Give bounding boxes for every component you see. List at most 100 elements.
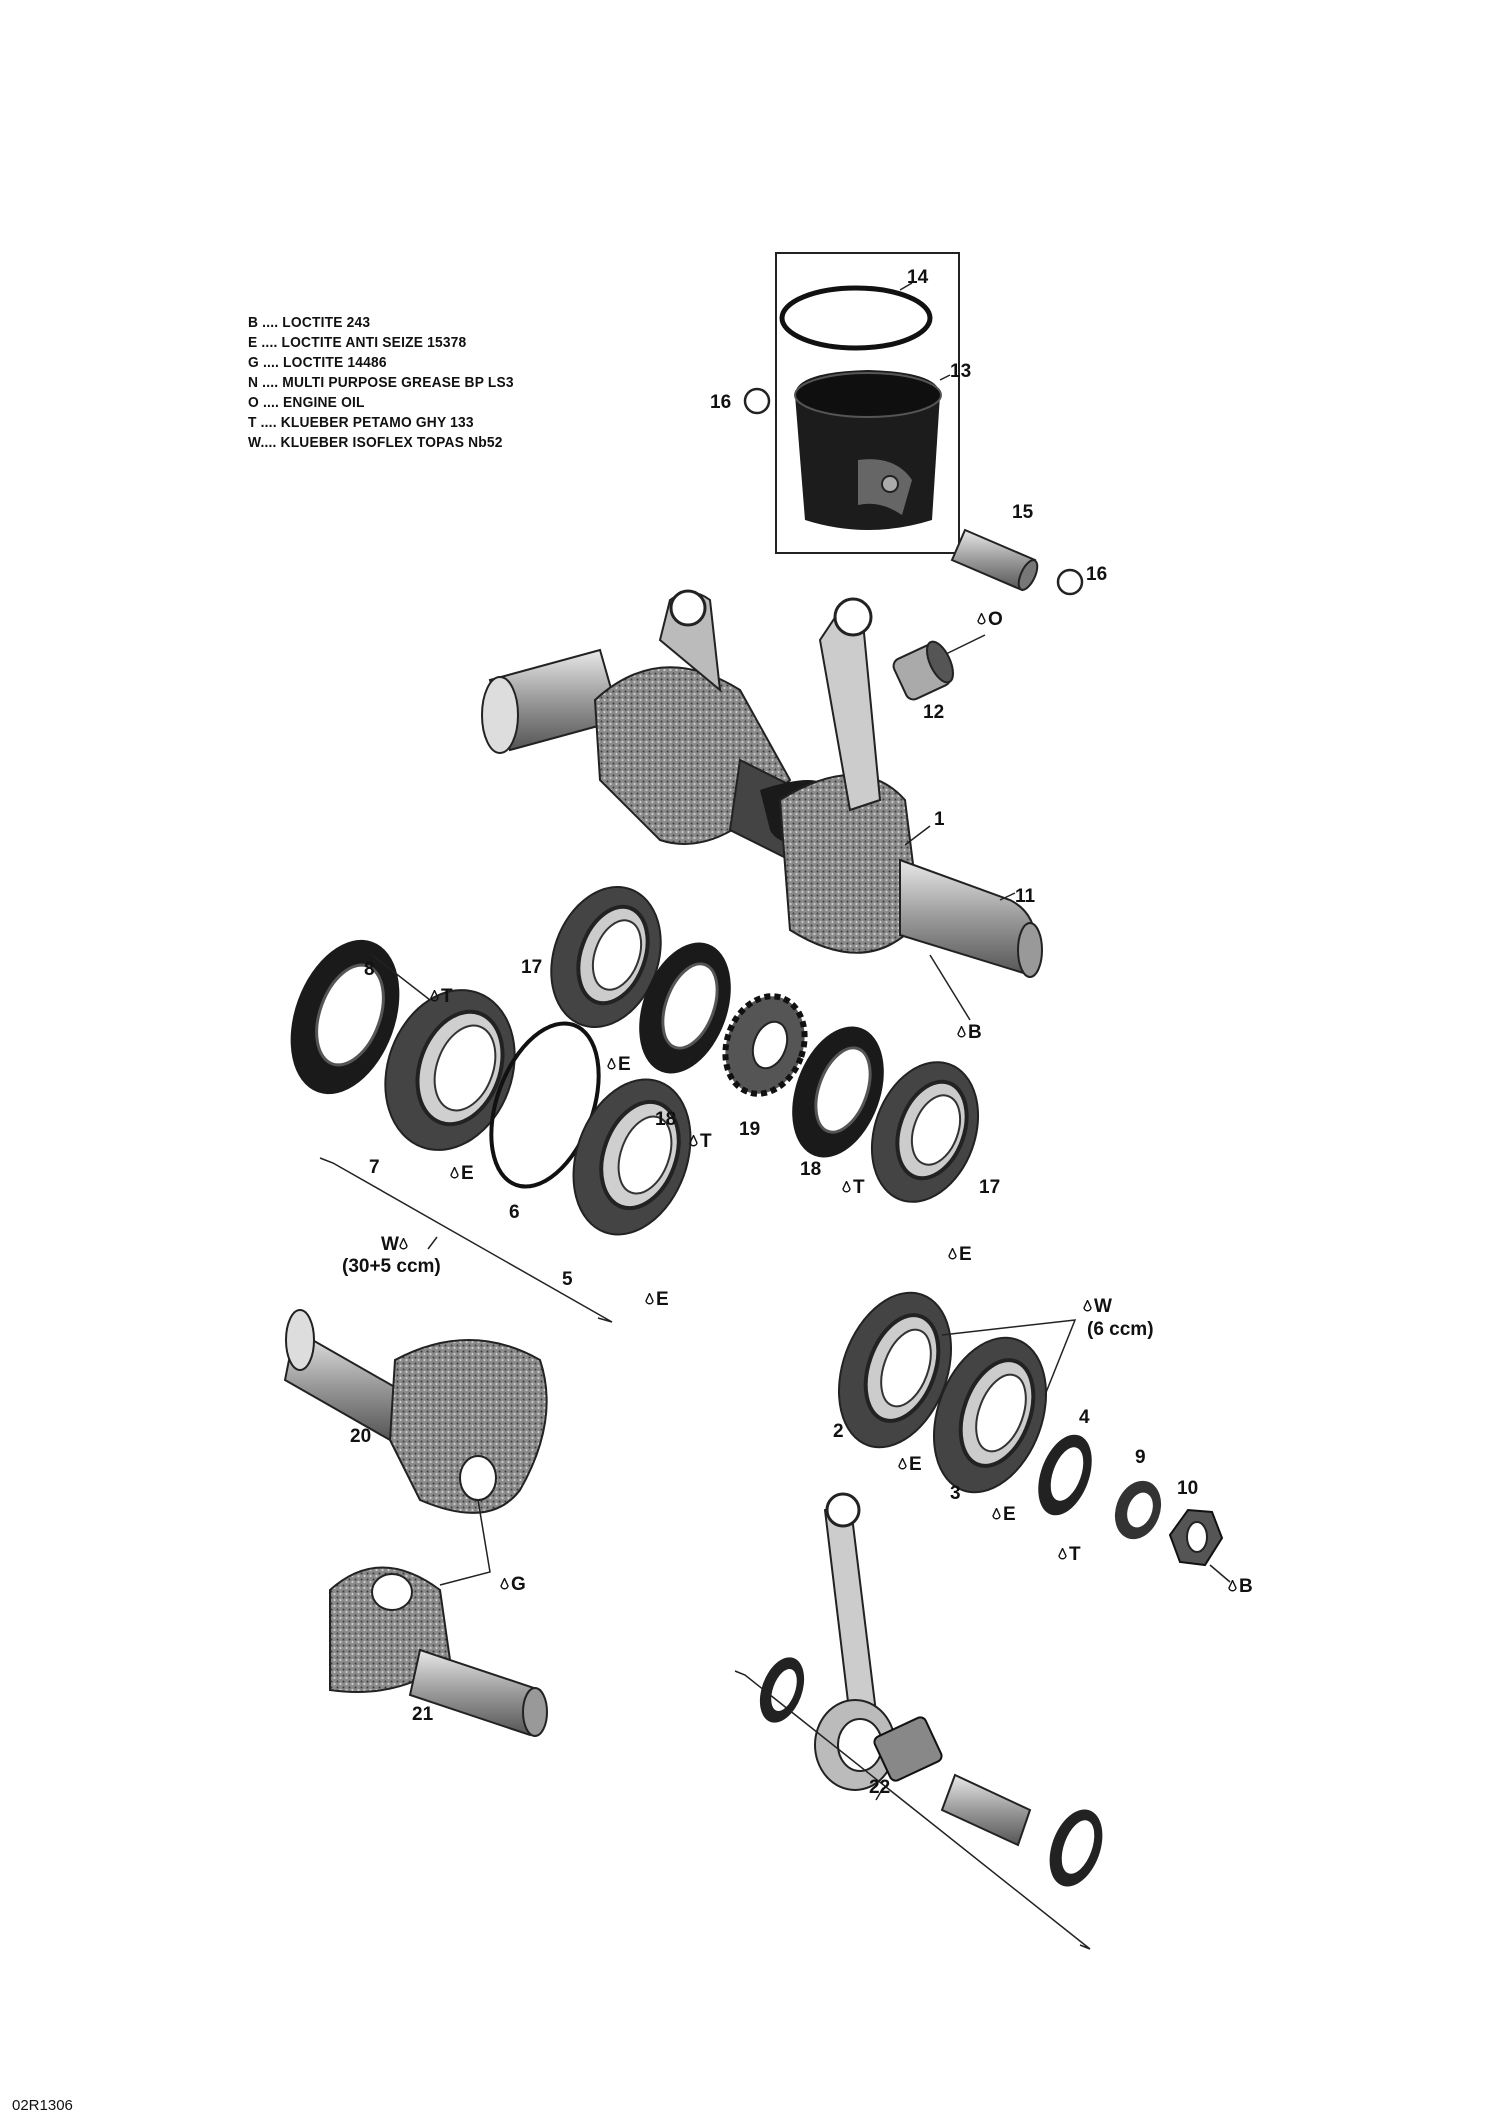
part-number-label: 13: [950, 361, 972, 382]
part-number-label: 22: [869, 1777, 891, 1798]
crank-half-21: [329, 1566, 548, 1737]
seal-8: [290, 939, 400, 1095]
part-number-label: 14: [907, 267, 929, 288]
part-number-label: 6: [509, 1202, 520, 1223]
lubricant-ref-label: T: [430, 987, 453, 1007]
lubricant-ref-label: T: [842, 1178, 865, 1198]
lubricant-ref-label: W: [381, 1235, 410, 1255]
lubricant-ref-label: T: [1058, 1545, 1081, 1565]
bearing-5: [572, 1078, 692, 1236]
part-number-label: 18: [655, 1109, 677, 1130]
part-number-label: 11: [1015, 886, 1036, 907]
circlip-16-left: [743, 387, 771, 415]
part-number-label: 7: [369, 1157, 380, 1178]
leader-g: [439, 1499, 491, 1586]
bearing-3: [932, 1336, 1048, 1494]
crank-half-20: [283, 1309, 548, 1514]
drop-icon: [450, 1167, 459, 1179]
quantity-label: (30+5 ccm): [342, 1256, 441, 1277]
lubricant-ref-label: E: [607, 1055, 631, 1075]
part-number-label: 10: [1177, 1478, 1199, 1499]
part-number-label: 18: [800, 1159, 822, 1180]
drop-icon: [430, 990, 439, 1002]
lubricant-ref-label: G: [500, 1575, 526, 1595]
lubricant-ref-label: W: [1083, 1297, 1112, 1317]
leader-w-grease: [427, 1236, 438, 1250]
nut-10: [1168, 1508, 1224, 1567]
part-number-label: 16: [1086, 564, 1108, 585]
drop-icon: [1058, 1548, 1067, 1560]
drop-icon: [842, 1181, 851, 1193]
seal-18-lower: [792, 1026, 884, 1158]
drop-icon: [977, 613, 986, 625]
part-number-label: 8: [364, 959, 375, 980]
washer-9: [1114, 1480, 1162, 1540]
lubricant-ref-label: O: [977, 610, 1003, 630]
legend-row-o: O .... ENGINE OIL: [248, 394, 365, 411]
drop-icon: [992, 1508, 1001, 1520]
piston-group-box: [775, 252, 960, 554]
part-number-label: 17: [979, 1177, 1001, 1198]
lubricant-ref-label: E: [948, 1245, 972, 1265]
part-number-label: 16: [710, 392, 732, 413]
drop-icon: [1228, 1580, 1237, 1592]
leader-13: [939, 374, 951, 381]
drop-icon: [957, 1026, 966, 1038]
part-number-label: 17: [521, 957, 543, 978]
seal-18-upper: [639, 942, 731, 1074]
part-number-label: 3: [950, 1483, 961, 1504]
legend-row-t: T .... KLUEBER PETAMO GHY 133: [248, 414, 474, 431]
needle-bearing-12: [892, 640, 954, 701]
piston-pin: [950, 528, 1039, 592]
legend-row-b: B .... LOCTITE 243: [248, 314, 371, 331]
washer-4: [1038, 1434, 1092, 1516]
lubricant-legend: B .... LOCTITE 243 E .... LOCTITE ANTI S…: [248, 313, 514, 453]
leader-b-nut: [1209, 1564, 1231, 1583]
part-number-label: 21: [412, 1704, 434, 1725]
drop-icon: [948, 1248, 957, 1260]
drop-icon: [607, 1058, 616, 1070]
lubricant-ref-label: E: [450, 1164, 474, 1184]
lubricant-ref-label: E: [645, 1290, 669, 1310]
piston: [794, 370, 942, 530]
leader-14: [899, 282, 913, 291]
quantity-label: (6 ccm): [1087, 1319, 1154, 1340]
part-number-label: 1: [934, 809, 945, 830]
part-number-label: 15: [1012, 502, 1034, 523]
part-number-label: 5: [562, 1269, 573, 1290]
drop-icon: [689, 1135, 698, 1147]
part-number-label: 2: [833, 1421, 844, 1442]
leader-11: [999, 892, 1016, 901]
leader-b-crank: [929, 954, 971, 1021]
bearing-17-upper: [550, 886, 662, 1028]
circlip-16-right: [1056, 568, 1084, 596]
drop-icon: [399, 1238, 408, 1250]
legend-row-e: E .... LOCTITE ANTI SEIZE 15378: [248, 334, 467, 351]
drop-icon: [898, 1458, 907, 1470]
piston-ring: [779, 285, 933, 351]
drop-icon: [1083, 1300, 1092, 1312]
part-number-label: 20: [350, 1426, 372, 1447]
leader-12-oil: [945, 634, 986, 655]
lubricant-ref-label: B: [957, 1023, 982, 1043]
legend-row-w: W.... KLUEBER ISOFLEX TOPAS Nb52: [248, 434, 503, 451]
connecting-rod-kit: [759, 1492, 1103, 1887]
lubricant-ref-label: B: [1228, 1577, 1253, 1597]
bearing-7: [384, 989, 516, 1151]
part-number-label: 19: [739, 1119, 761, 1140]
crankshaft-assembly: [481, 589, 1043, 978]
leader-8: [371, 954, 431, 1001]
legend-row-n: N .... MULTI PURPOSE GREASE BP LS3: [248, 374, 514, 391]
leader-w-small: [941, 1319, 1077, 1396]
legend-row-g: G .... LOCTITE 14486: [248, 354, 387, 371]
part-number-label: 12: [923, 702, 945, 723]
bracket-conrod-kit: [734, 1670, 1091, 1950]
bracket-left-group: [319, 1157, 613, 1323]
gear-19: [722, 993, 808, 1097]
lubricant-ref-label: E: [898, 1455, 922, 1475]
part-number-label: 9: [1135, 1447, 1146, 1468]
leader-22: [875, 1787, 884, 1801]
lubricant-ref-label: E: [992, 1505, 1016, 1525]
drop-icon: [645, 1293, 654, 1305]
